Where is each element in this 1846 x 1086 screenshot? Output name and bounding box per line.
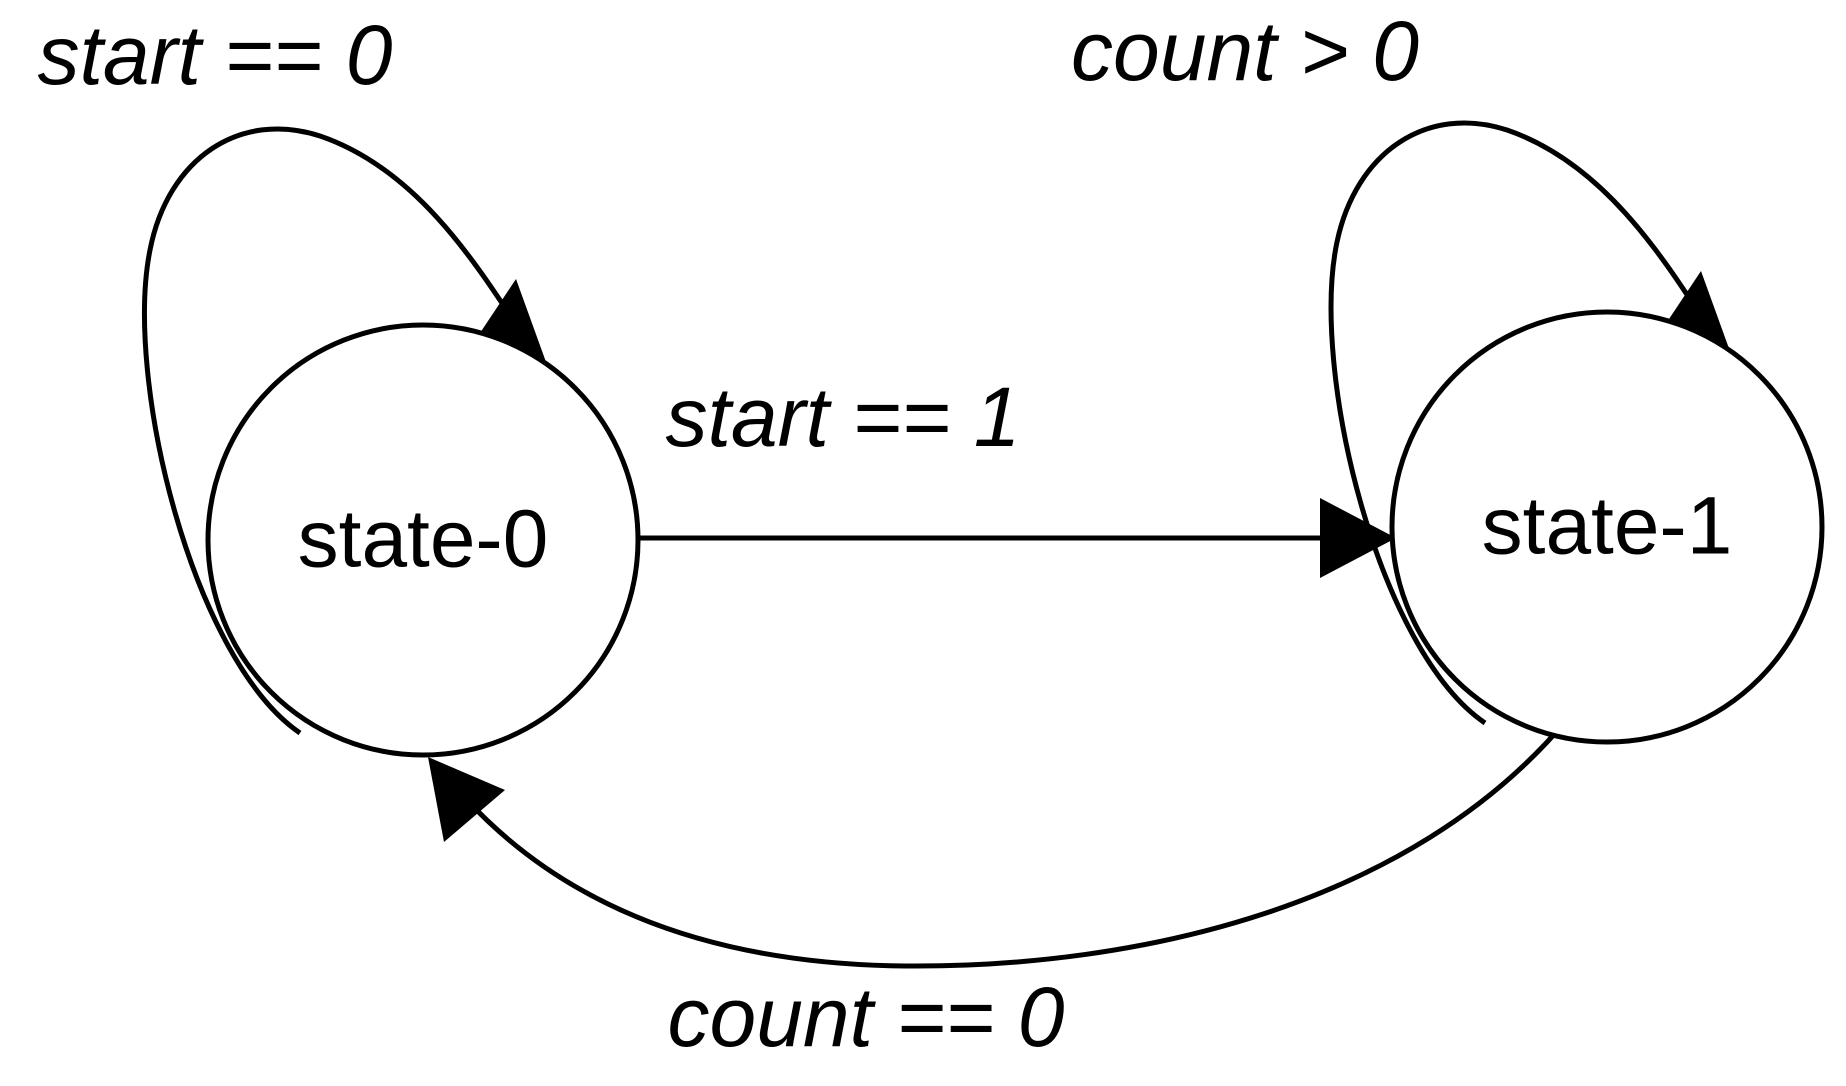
arrowhead-state1-to-state0 (428, 757, 505, 842)
self-loop-path-state-0 (142, 126, 530, 736)
transition-arc-state1-to-state0 (465, 720, 1567, 969)
transition-label-self-state-0: start == 0 (38, 8, 393, 102)
arrowhead-state0-to-state1 (1320, 498, 1396, 578)
transition-state0-to-state1[interactable]: start == 1 (638, 370, 1396, 578)
transition-label-self-state-1: count > 0 (1071, 4, 1419, 98)
self-loop-path-state-1 (1328, 120, 1715, 726)
transition-state1-to-state0[interactable]: count == 0 (428, 720, 1567, 1064)
state-circle-state-1 (1389, 309, 1825, 745)
state-node-state-0[interactable]: state-0 (205, 322, 641, 758)
state-label-state-1: state-1 (1482, 481, 1733, 572)
transition-self-state-1[interactable]: count > 0 (1071, 4, 1731, 726)
state-label-state-0: state-0 (298, 494, 549, 585)
transition-label-state1-to-state0: count == 0 (668, 970, 1065, 1064)
state-node-state-1[interactable]: state-1 (1389, 309, 1825, 745)
transition-label-state0-to-state1: start == 1 (666, 370, 1021, 464)
transition-self-state-0[interactable]: start == 0 (38, 8, 546, 736)
state-circle-state-0 (205, 322, 641, 758)
